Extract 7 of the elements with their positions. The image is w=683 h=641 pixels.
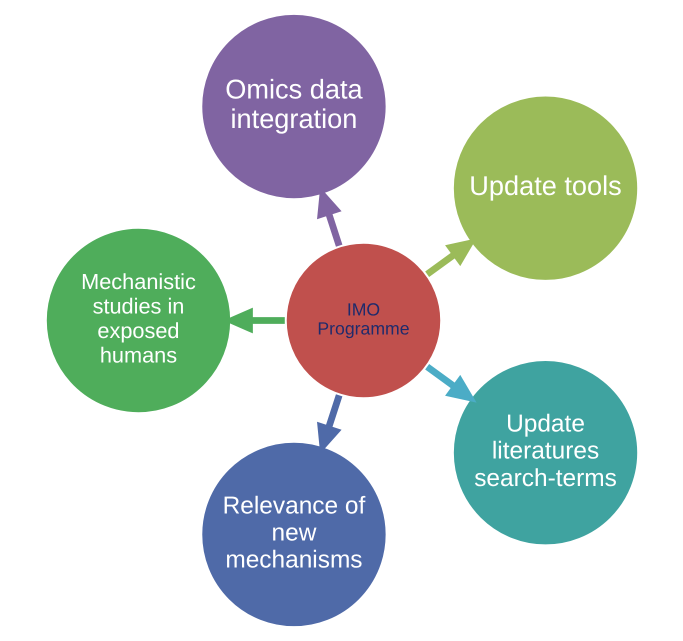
arrow [424, 364, 476, 403]
node-circle: Update literatures search-terms [450, 358, 640, 548]
node-circle: Update tools [450, 94, 640, 283]
node-circle: IMO Programme [284, 241, 442, 400]
node-circle: Mechanistic studies in exposed humans [44, 226, 232, 415]
node-circle: Relevance of new mechanisms [199, 440, 388, 629]
node-circle: Omics data integration [199, 12, 388, 201]
